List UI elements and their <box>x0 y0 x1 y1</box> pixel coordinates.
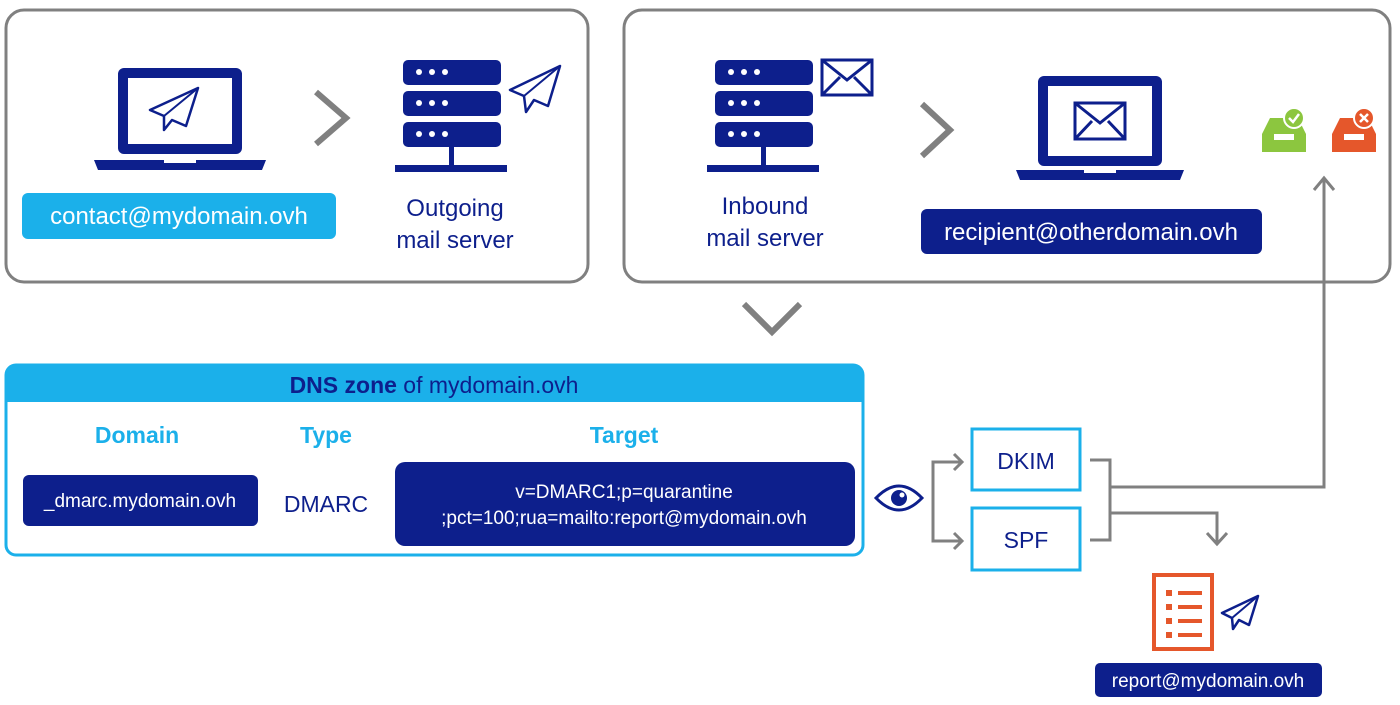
dns-zone-header <box>6 365 863 402</box>
inbound-server-label-line1: Inbound <box>722 193 809 220</box>
arrow-to-dkim <box>952 452 965 472</box>
inbound-server-label-line2: mail server <box>706 225 823 252</box>
record-domain: _dmarc.mydomain.ovh <box>43 491 236 512</box>
spf-check-box <box>970 506 1082 572</box>
record-domain-cell <box>23 475 258 526</box>
arrow-to-inbox-decision <box>1110 180 1326 489</box>
report-email: report@mydomain.ovh <box>1112 671 1304 692</box>
arrow-to-spf <box>952 531 965 551</box>
arrow-to-report <box>1110 511 1219 542</box>
sender-email: contact@mydomain.ovh <box>50 203 308 230</box>
recipient-email: recipient@otherdomain.ovh <box>944 219 1238 246</box>
record-target-cell <box>395 462 855 546</box>
record-type: DMARC <box>284 491 368 517</box>
recipient-email-badge <box>921 209 1262 254</box>
arrow-to-inbox-head <box>1312 175 1336 191</box>
chevron-down-icon <box>741 301 803 337</box>
sender-email-badge <box>22 193 336 239</box>
server-icon <box>395 60 507 172</box>
check-branch-connector <box>931 460 962 543</box>
envelope-icon <box>820 58 874 97</box>
record-target-line2: ;pct=100;rua=mailto:report@mydomain.ovh <box>441 508 807 529</box>
chevron-right-icon <box>314 89 351 147</box>
laptop-mail-icon <box>1016 76 1184 180</box>
report-document-icon <box>1152 573 1214 651</box>
column-header-target: Target <box>590 422 659 448</box>
spf-label: SPF <box>1004 527 1049 553</box>
eye-icon <box>873 484 925 512</box>
paper-plane-icon <box>148 86 200 132</box>
dkim-label: DKIM <box>997 448 1055 474</box>
paper-plane-icon <box>1220 594 1260 631</box>
report-email-badge <box>1095 663 1322 697</box>
inbox-rejected-icon <box>1332 107 1376 152</box>
chevron-right-icon <box>919 101 955 159</box>
inbox-accepted-icon <box>1262 107 1306 152</box>
server-icon <box>707 60 819 172</box>
record-target-line1: v=DMARC1;p=quarantine <box>515 482 733 503</box>
column-header-domain: Domain <box>95 422 179 448</box>
outgoing-server-label-line2: mail server <box>396 227 513 254</box>
column-header-type: Type <box>300 422 352 448</box>
arrow-to-report-head <box>1205 531 1229 547</box>
laptop-send-icon <box>94 68 266 170</box>
dns-zone-title: DNS zone of mydomain.ovh <box>290 372 579 398</box>
dkim-check-box <box>970 427 1082 492</box>
outgoing-server-label-line1: Outgoing <box>406 195 503 222</box>
check-merge-connector <box>1090 458 1112 542</box>
paper-plane-icon <box>508 64 562 114</box>
